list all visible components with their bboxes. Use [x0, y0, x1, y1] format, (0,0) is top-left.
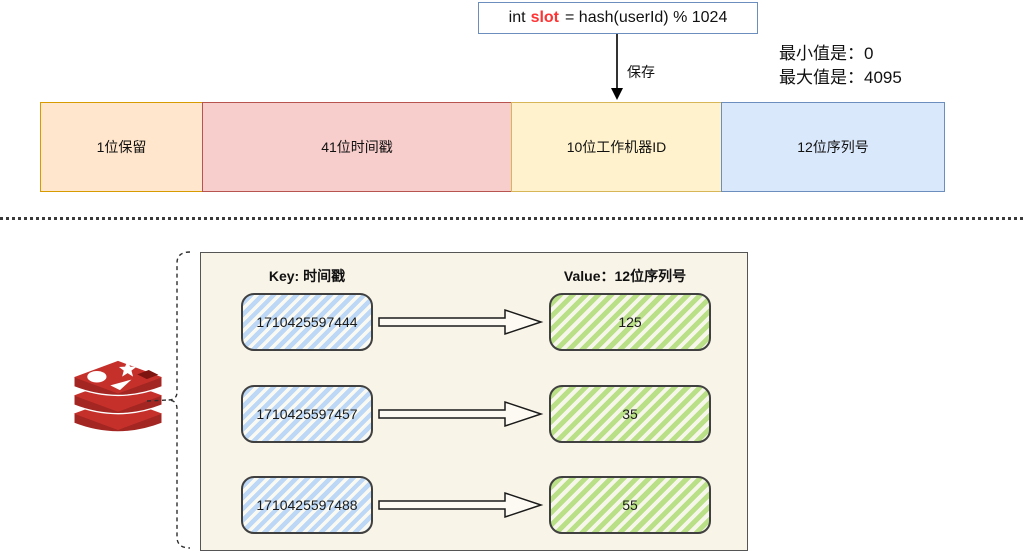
value-text: 125 — [618, 314, 642, 330]
bit-segment-worker-id: 10位工作机器ID — [511, 102, 722, 192]
square-shape — [137, 370, 159, 380]
value-cell: 125 — [549, 293, 711, 351]
value-text: 55 — [622, 497, 638, 513]
value-column-header: Value：12位序列号 — [563, 268, 687, 284]
formula-keyword: slot — [530, 9, 560, 26]
dashed-brace — [146, 251, 191, 549]
value-text: 35 — [622, 406, 638, 422]
key-text: 1710425597488 — [256, 497, 358, 513]
bit-segment-label: 10位工作机器ID — [566, 139, 667, 155]
slot-formula-box: int slot = hash(userId) % 1024 — [478, 2, 758, 34]
bit-segment-sequence: 12位序列号 — [721, 102, 945, 192]
map-arrow-icon — [378, 400, 544, 428]
key-cell: 1710425597444 — [241, 293, 373, 351]
value-cell: 55 — [549, 476, 711, 534]
key-column-header: Key: 时间戳 — [268, 268, 346, 284]
save-arrow-icon — [611, 34, 623, 100]
bit-layout-bar: 1位保留 41位时间戳 10位工作机器ID 12位序列号 — [40, 102, 945, 192]
max-value-text: 最大值是：4095 — [779, 68, 902, 87]
triangle-shape — [110, 379, 132, 391]
bit-segment-label: 1位保留 — [96, 139, 147, 155]
value-cell: 35 — [549, 385, 711, 443]
circle-shape — [87, 370, 107, 383]
formula-prefix: int — [508, 9, 526, 26]
bit-segment-label: 41位时间戳 — [321, 139, 393, 155]
key-text: 1710425597444 — [256, 314, 358, 330]
dotted-divider — [0, 217, 1023, 220]
map-arrow-icon — [378, 308, 544, 336]
key-cell: 1710425597457 — [241, 385, 373, 443]
formula-suffix: = hash(userId) % 1024 — [565, 9, 728, 26]
save-arrow-label: 保存 — [627, 64, 655, 80]
star-shape — [118, 360, 137, 377]
bit-segment-reserved: 1位保留 — [40, 102, 203, 192]
bit-segment-timestamp: 41位时间戳 — [202, 102, 512, 192]
key-cell: 1710425597488 — [241, 476, 373, 534]
range-text: 最小值是：0 最大值是：4095 — [779, 42, 902, 90]
map-arrow-icon — [378, 491, 544, 519]
redis-database-icon — [73, 360, 163, 433]
redis-map-box: Key: 时间戳 Value：12位序列号 1710425597444 125 … — [200, 252, 748, 551]
min-value-text: 最小值是：0 — [779, 44, 874, 63]
key-text: 1710425597457 — [256, 406, 358, 422]
bit-segment-label: 12位序列号 — [797, 139, 869, 155]
